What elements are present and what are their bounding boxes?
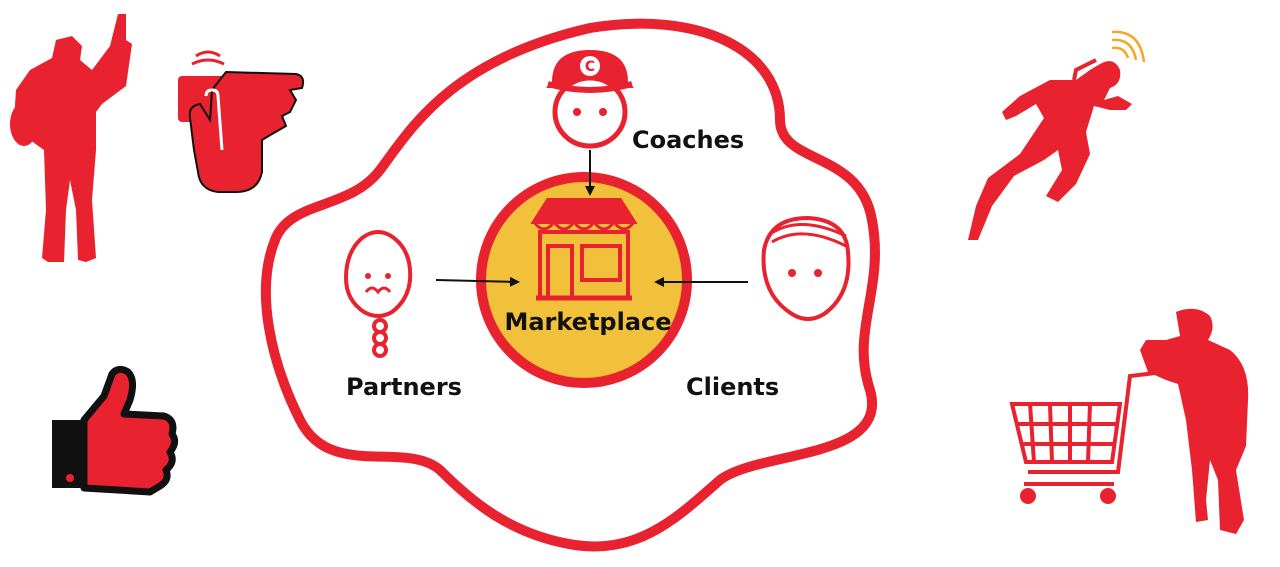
ecosystem-boundary	[260, 18, 880, 552]
marketplace-label: Marketplace	[504, 308, 671, 336]
card-tap-payment-icon	[178, 50, 305, 193]
shopping-cart-person-icon	[1009, 308, 1249, 534]
coach-cap-letter: C	[585, 59, 595, 75]
runner-icon	[968, 30, 1146, 240]
thumbs-up-icon	[52, 365, 179, 496]
marketplace-node: Marketplace	[476, 172, 692, 388]
coach-face-icon: C	[546, 50, 634, 149]
arrow-partners-to-marketplace	[435, 276, 520, 287]
coach-pointing-icon	[10, 14, 132, 262]
coaches-label: Coaches	[632, 126, 744, 154]
clients-label: Clients	[686, 373, 779, 401]
partners-label: Partners	[346, 373, 462, 401]
shopping-cart-icon	[1009, 370, 1165, 504]
client-face-icon	[761, 215, 851, 321]
signal-waves-icon	[1111, 30, 1146, 63]
partner-face-icon	[343, 230, 413, 358]
store-icon	[530, 198, 638, 301]
